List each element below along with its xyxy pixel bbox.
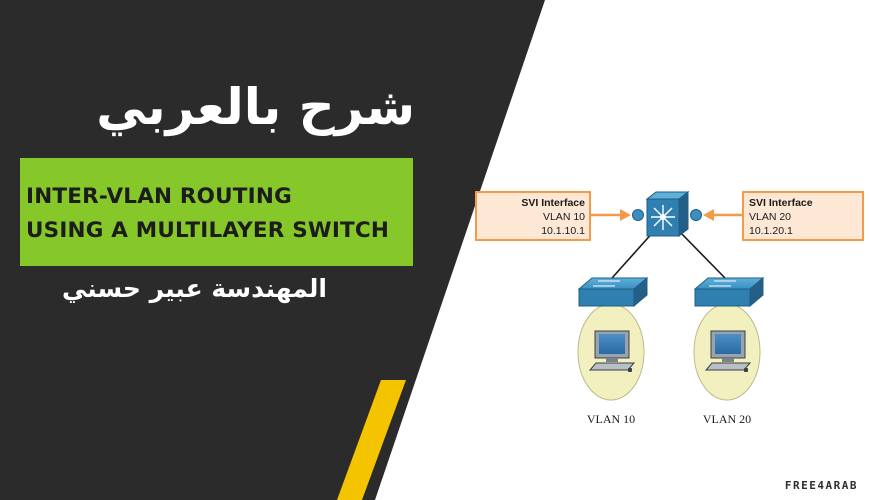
svi-right-vlan: VLAN 20	[749, 211, 791, 223]
access-switch-left-icon	[577, 276, 649, 308]
svi-right-port-icon	[690, 209, 702, 221]
svi-left-title: SVI Interface	[521, 197, 585, 209]
link-multilayer-to-left-switch	[611, 229, 656, 279]
svi-left-port-icon	[632, 209, 644, 221]
access-switch-right-icon	[693, 276, 765, 308]
english-title-box: INTER-VLAN ROUTING USING A MULTILAYER SW…	[20, 158, 413, 266]
watermark-logo: FREE4ARAB	[784, 479, 858, 492]
svi-right-title: SVI Interface	[749, 197, 813, 209]
svi-left-ip: 10.1.10.1	[541, 225, 585, 237]
svi-right-ip: 10.1.20.1	[749, 225, 793, 237]
svi-left-vlan: VLAN 10	[543, 211, 585, 223]
multilayer-switch-icon	[645, 190, 690, 238]
svi-right-box: SVI Interface VLAN 20 10.1.20.1	[742, 191, 864, 241]
english-title-line-1: INTER-VLAN ROUTING	[26, 184, 292, 209]
pc-left-icon	[588, 330, 636, 372]
svi-left-arrow	[591, 209, 631, 221]
english-title-line-2: USING A MULTILAYER SWITCH	[26, 218, 390, 243]
svi-right-arrow	[703, 209, 742, 221]
vlan-10-label: VLAN 10	[587, 412, 635, 426]
svi-left-box: SVI Interface VLAN 10 10.1.10.1	[475, 191, 591, 241]
arabic-title: شرح بالعربي	[96, 78, 415, 136]
author-name: المهندسة عبير حسني	[61, 274, 327, 303]
link-multilayer-to-right-switch	[677, 229, 726, 279]
vlan-20-label: VLAN 20	[703, 412, 751, 426]
pc-right-icon	[704, 330, 752, 372]
